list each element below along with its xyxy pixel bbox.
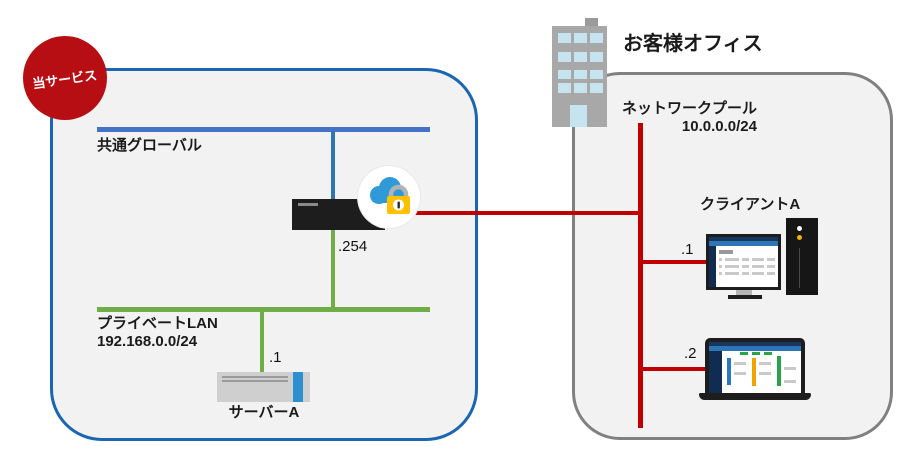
desktop-tower-icon [786, 218, 818, 295]
client-a-label: クライアントA [700, 196, 801, 213]
service-badge-label: 当サービス [31, 67, 99, 91]
network-pool-cidr: 10.0.0.0/24 [681, 118, 757, 135]
building-window [574, 52, 587, 62]
building-window [574, 33, 587, 43]
building-window [590, 52, 603, 62]
laptop-base [699, 393, 811, 400]
router-vent [298, 203, 318, 206]
server-vent-line [222, 380, 288, 382]
monitor-stand-base [728, 295, 762, 299]
chart-legend-dash [764, 352, 772, 355]
chart-gridline [784, 380, 796, 383]
chart-bar-green [777, 356, 781, 386]
office-building-icon [552, 18, 607, 127]
server-drop-line [260, 311, 264, 372]
private-lan-label: プライベートLAN 192.168.0.0/24 [97, 315, 218, 351]
chart-gridline [734, 362, 746, 365]
laptop-titlebar-dark [709, 342, 801, 346]
laptop-content [722, 351, 801, 393]
chart-legend-dash [740, 352, 748, 355]
global-segment-label: 共通グローバル [97, 137, 202, 154]
building-window [574, 70, 587, 79]
wan-link-line [412, 211, 643, 215]
private-lan-cidr: 192.168.0.0/24 [97, 333, 198, 350]
building-window [558, 52, 571, 62]
client-b-branch-line [643, 367, 706, 371]
router-lan-line [331, 229, 335, 308]
chart-bar-orange [752, 358, 756, 386]
chart-bar-blue [727, 358, 731, 385]
building-window [590, 33, 603, 43]
laptop-icon [705, 338, 805, 393]
building-door [570, 105, 587, 127]
server-stripe [293, 372, 303, 402]
network-pool-name: ネットワークプール [621, 100, 757, 117]
tower-slot [799, 248, 800, 288]
building-window [558, 70, 571, 79]
content-heading-bar [719, 250, 733, 254]
server-vent-line [222, 376, 288, 378]
service-badge: 当サービス [23, 36, 107, 120]
laptop-titlebar-blue [709, 346, 801, 351]
building-window [574, 83, 587, 93]
client-a-branch-line [643, 260, 707, 264]
network-pool-label: ネットワークプール 10.0.0.0/24 [600, 100, 757, 136]
window-titlebar-dark [709, 237, 778, 241]
client-a-ip-label: .1 [681, 241, 694, 258]
window-titlebar-blue [709, 241, 778, 246]
desktop-monitor-icon [706, 234, 781, 290]
server-ip-label: .1 [269, 349, 282, 366]
private-lan-name: プライベートLAN [97, 315, 218, 332]
lock-icon [387, 184, 410, 214]
building-window [590, 83, 603, 93]
network-pool-trunk-line [638, 123, 643, 428]
building-roof [585, 18, 598, 27]
chart-gridline [759, 362, 771, 365]
router-ip-label: .254 [338, 238, 368, 255]
chart-gridline [734, 372, 746, 375]
building-window [558, 83, 571, 93]
window-sidebar [709, 246, 716, 287]
cloud-lock-icon [358, 166, 420, 228]
private-lan-line [97, 307, 430, 312]
monitor-stand-neck [736, 290, 752, 295]
building-window [558, 33, 571, 43]
cloud-lock-svg [370, 177, 410, 214]
building-window [590, 70, 603, 79]
router-uplink-line [331, 131, 335, 200]
customer-office-title: お客様オフィス [623, 33, 763, 55]
server-a-icon [217, 372, 310, 402]
chart-legend-dash [752, 352, 760, 355]
window-content [716, 246, 778, 287]
client-b-ip-label: .2 [684, 345, 697, 362]
global-segment-line [97, 127, 430, 132]
power-led [797, 226, 802, 231]
chart-gridline [784, 367, 796, 370]
laptop-sidebar [709, 351, 722, 393]
server-a-label: サーバーA [228, 404, 300, 421]
chart-gridline [759, 372, 771, 375]
status-led [797, 235, 802, 240]
